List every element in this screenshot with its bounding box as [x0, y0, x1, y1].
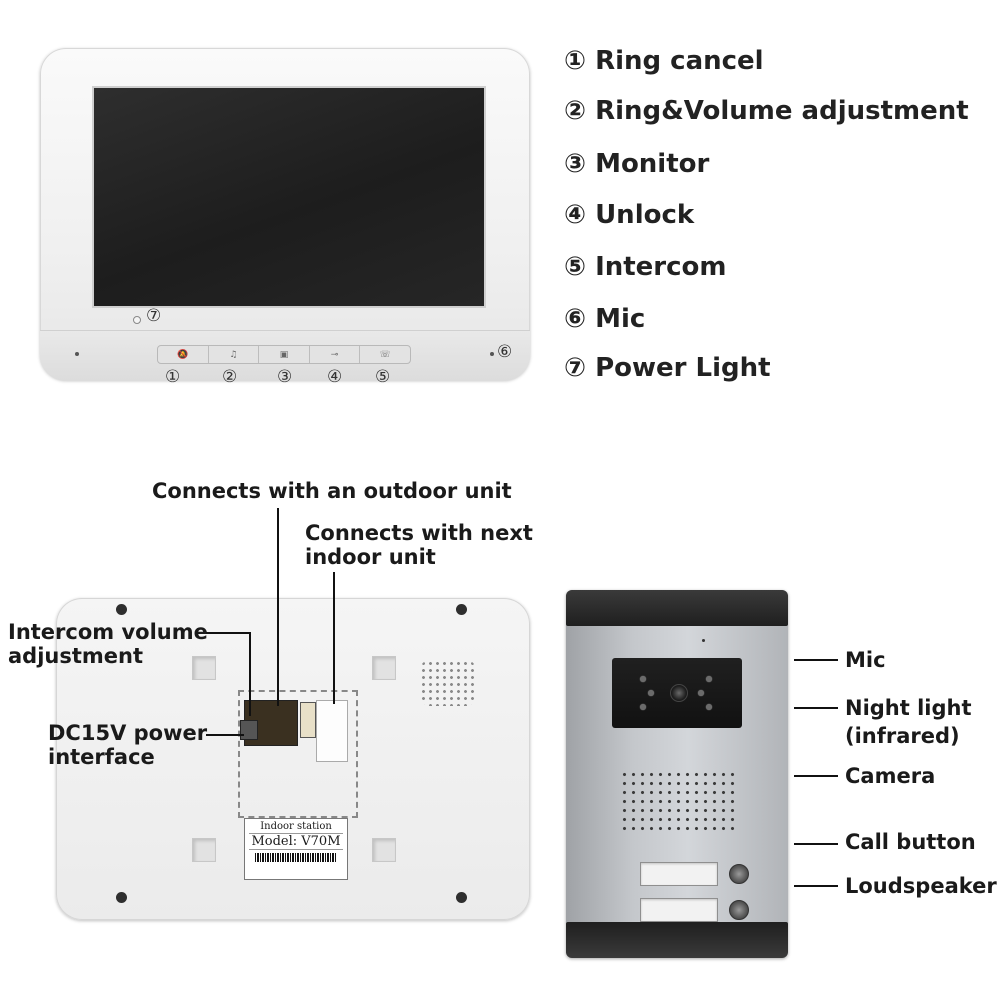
next-indoor-connector[interactable] — [300, 702, 316, 738]
ir-led — [640, 676, 646, 682]
screw-top-left — [116, 604, 127, 615]
callout-volume-line2: adjustment — [8, 644, 144, 668]
intercom-button[interactable]: ☏ — [360, 346, 410, 363]
bell-off-icon: 🔕 — [177, 349, 189, 360]
callout-line-volume-h — [206, 632, 250, 634]
handset-icon: ☏ — [379, 349, 391, 360]
callout-camera: Camera — [845, 764, 936, 788]
name-plate-2 — [640, 898, 718, 922]
callout-infrared: (infrared) — [845, 724, 960, 748]
product-label: Indoor station Model: V70M — [244, 818, 348, 880]
outdoor-speaker-grille — [620, 770, 738, 834]
callout-next-indoor-line2: indoor unit — [305, 545, 436, 569]
callout-loudspeaker: Loudspeaker — [845, 874, 997, 898]
barcode — [255, 853, 337, 862]
product-label-title: Indoor station — [260, 821, 332, 832]
legend-mic: ⑥ Mic — [564, 304, 646, 334]
callout-outdoor-unit: Connects with an outdoor unit — [152, 479, 512, 503]
legend-power-light: ⑦ Power Light — [564, 353, 771, 383]
ir-led — [698, 690, 704, 696]
mic-number: ⑥ — [497, 342, 513, 362]
back-speaker-grille — [420, 660, 476, 706]
outdoor-unit-top-cap — [566, 590, 788, 626]
indoor-monitor-front — [40, 48, 530, 381]
callout-volume-line1: Intercom volume — [8, 620, 208, 644]
outdoor-unit-bottom-cap — [566, 922, 788, 958]
key-number-3: ③ — [277, 367, 293, 387]
callout-next-indoor-line1: Connects with next — [305, 521, 533, 545]
callout-line-next-indoor — [333, 572, 335, 704]
mount-hole — [192, 838, 216, 862]
next-indoor-connector-label — [316, 700, 348, 762]
callout-night-light: Night light — [845, 696, 972, 720]
ir-led — [706, 676, 712, 682]
outdoor-mic — [702, 639, 705, 642]
mount-hole — [192, 656, 216, 680]
name-plate-1 — [640, 862, 718, 886]
screw-bottom-right — [456, 892, 467, 903]
ring-volume-button[interactable]: ♫ — [209, 346, 260, 363]
power-light-indicator — [133, 316, 141, 324]
mount-hole — [372, 838, 396, 862]
monitor-screen — [92, 86, 486, 308]
callout-line-loudspeaker — [794, 885, 838, 887]
callout-mic: Mic — [845, 648, 886, 672]
power-light-number: ⑦ — [146, 306, 162, 326]
connection-area — [238, 690, 358, 818]
key-number-1: ① — [165, 367, 181, 387]
mount-hole — [372, 656, 396, 680]
screw-top-right — [456, 604, 467, 615]
call-button-1[interactable] — [729, 864, 749, 884]
legend-ring-cancel: ① Ring cancel — [564, 46, 764, 76]
power-jack[interactable] — [240, 720, 258, 740]
key-number-4: ④ — [327, 367, 343, 387]
front-left-dot — [75, 352, 79, 356]
ir-led — [640, 704, 646, 710]
ring-cancel-button[interactable]: 🔕 — [158, 346, 209, 363]
unlock-button[interactable]: ⊸ — [310, 346, 361, 363]
callout-line-power — [206, 734, 244, 736]
legend-ring-volume: ② Ring&Volume adjustment — [564, 96, 969, 126]
product-label-model: Model: V70M — [249, 833, 343, 850]
callout-power-line1: DC15V power — [48, 721, 208, 745]
callout-line-camera — [794, 775, 838, 777]
callout-line-mic — [794, 659, 838, 661]
callout-power-line2: interface — [48, 745, 155, 769]
callout-line-outdoor — [277, 508, 279, 706]
screw-bottom-left — [116, 892, 127, 903]
legend-unlock: ④ Unlock — [564, 200, 695, 230]
call-button-2[interactable] — [729, 900, 749, 920]
ir-led — [706, 704, 712, 710]
key-icon: ⊸ — [330, 349, 339, 360]
monitor-icon: ▣ — [279, 349, 289, 360]
camera-lens — [670, 684, 688, 702]
music-note-icon: ♫ — [229, 349, 238, 360]
callout-line-volume-v — [249, 632, 251, 716]
callout-line-call-button — [794, 843, 838, 845]
ir-led — [648, 690, 654, 696]
monitor-button[interactable]: ▣ — [259, 346, 310, 363]
key-number-2: ② — [222, 367, 238, 387]
legend-monitor: ③ Monitor — [564, 149, 710, 179]
key-number-5: ⑤ — [375, 367, 391, 387]
callout-line-night-light — [794, 707, 838, 709]
front-key-bar: 🔕 ♫ ▣ ⊸ ☏ — [157, 345, 411, 364]
callout-call-button: Call button — [845, 830, 976, 854]
mic-hole — [490, 352, 494, 356]
legend-intercom: ⑤ Intercom — [564, 252, 727, 282]
